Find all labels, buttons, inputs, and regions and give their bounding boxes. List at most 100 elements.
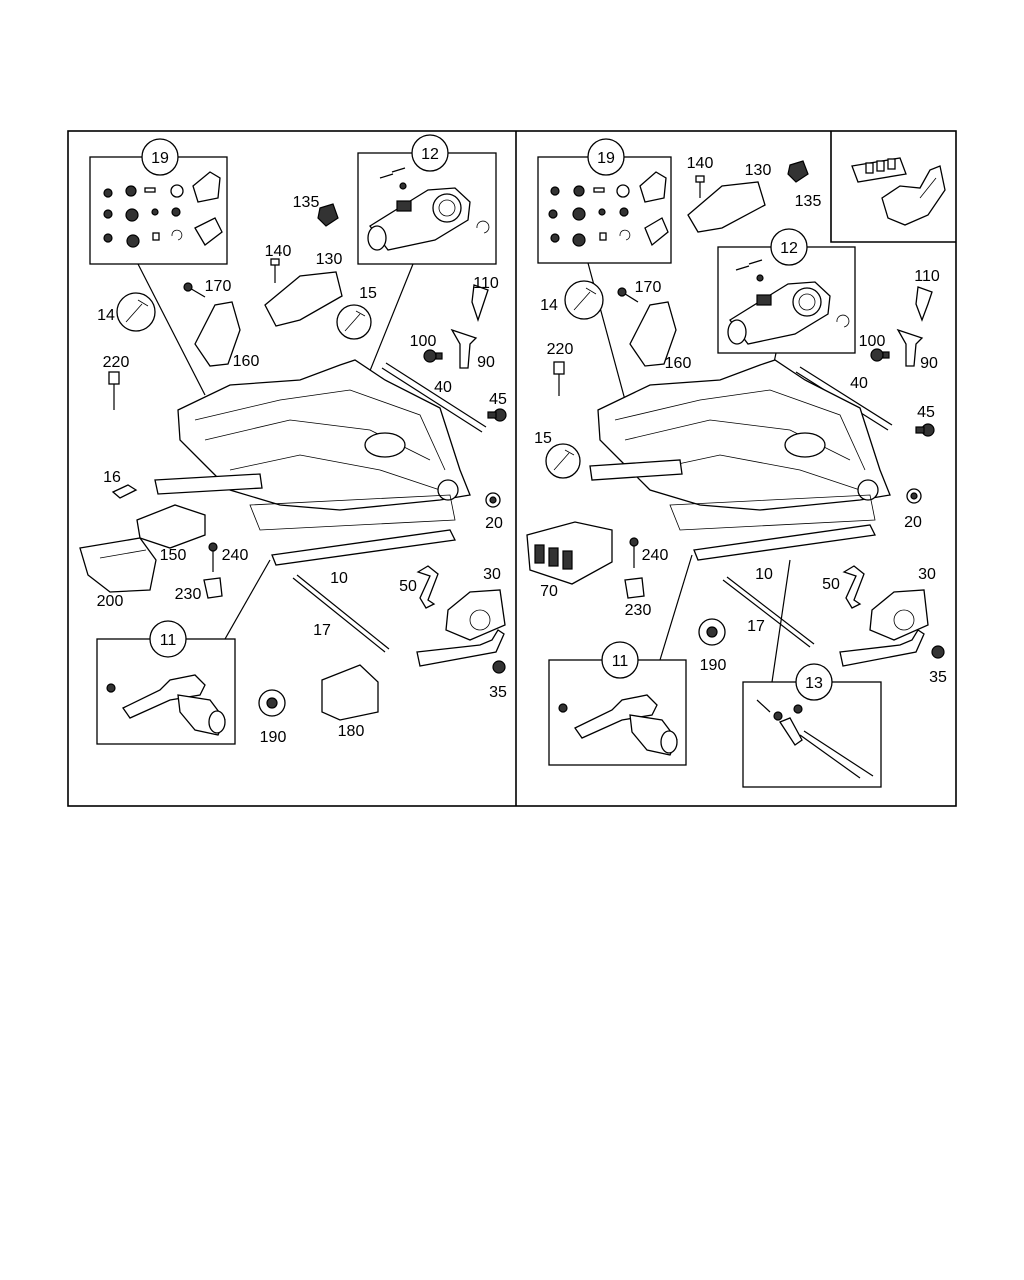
label-17-right: 17 bbox=[747, 618, 765, 635]
label-30-right: 30 bbox=[918, 566, 936, 583]
seat-frame-right bbox=[589, 359, 891, 561]
cap-16-left bbox=[111, 484, 138, 499]
switch-inset-frame bbox=[830, 131, 956, 243]
label-170-left: 170 bbox=[205, 278, 232, 295]
seat-switch-inset bbox=[851, 157, 946, 226]
bolt-140-left bbox=[270, 258, 280, 283]
label-140-left: 140 bbox=[265, 243, 292, 260]
label-90-right: 90 bbox=[920, 355, 938, 372]
bolt-240-right bbox=[629, 537, 639, 568]
hardware-kit-right bbox=[548, 171, 669, 247]
label-130-left: 130 bbox=[316, 251, 343, 268]
label-135-right: 135 bbox=[795, 193, 822, 210]
callout-circle-12-left bbox=[411, 134, 449, 172]
label-220-left: 220 bbox=[103, 354, 130, 371]
motor-11-right bbox=[558, 694, 678, 756]
bolt-45-right bbox=[915, 423, 935, 437]
callout-circle-19-right bbox=[587, 138, 625, 176]
bolt-220-left bbox=[108, 371, 120, 410]
label-10-left: 10 bbox=[330, 570, 348, 587]
callout-circle-11-right bbox=[601, 641, 639, 679]
label-130-right: 130 bbox=[745, 162, 772, 179]
bracket-90-right bbox=[896, 328, 924, 367]
nut-100-right bbox=[870, 348, 890, 362]
cable-30-right bbox=[839, 629, 925, 667]
label-35-left: 35 bbox=[489, 684, 507, 701]
bolt-20-left bbox=[485, 492, 501, 508]
left-panel: 19 12 135 140 130 15 110 170 14 100 90 1… bbox=[79, 134, 507, 746]
leader-11-left bbox=[224, 559, 271, 640]
bar-40-left bbox=[381, 362, 487, 433]
label-17-left: 17 bbox=[313, 622, 331, 639]
bracket-50-left bbox=[416, 565, 439, 609]
label-11-left: 11 bbox=[160, 632, 177, 649]
label-19-right: 19 bbox=[597, 150, 615, 167]
label-50-right: 50 bbox=[822, 576, 840, 593]
wrench-15-left bbox=[336, 304, 372, 340]
label-13-right: 13 bbox=[805, 675, 823, 692]
wrench-14-left bbox=[116, 292, 156, 332]
seat-frame-left bbox=[154, 359, 471, 566]
label-240-left: 240 bbox=[222, 547, 249, 564]
cable-kit-13-right bbox=[756, 699, 874, 779]
bracket-160-left bbox=[194, 301, 241, 367]
right-panel: 19 140 130 135 12 170 14 110 100 90 160 … bbox=[526, 138, 947, 788]
label-16-left: 16 bbox=[103, 469, 121, 486]
cover-130-right bbox=[687, 181, 766, 233]
cable-30-left bbox=[416, 629, 505, 667]
switch-180-left bbox=[321, 664, 379, 721]
motor-30-right bbox=[869, 589, 929, 641]
callout-circle-12-right bbox=[770, 228, 808, 266]
motor-30-left bbox=[445, 589, 506, 641]
bolt-20-right bbox=[906, 488, 922, 504]
bolt-140-right bbox=[695, 175, 705, 198]
bolt-220-right bbox=[553, 361, 565, 396]
label-14-right: 14 bbox=[540, 297, 558, 314]
label-240-right: 240 bbox=[642, 547, 669, 564]
label-150-left: 150 bbox=[160, 547, 187, 564]
wrench-15-right bbox=[545, 443, 581, 479]
label-230-right: 230 bbox=[625, 602, 652, 619]
label-230-left: 230 bbox=[175, 586, 202, 603]
label-15-right: 15 bbox=[534, 430, 552, 447]
label-140-right: 140 bbox=[687, 155, 714, 172]
label-110-left: 110 bbox=[473, 275, 499, 292]
label-20-right: 20 bbox=[904, 514, 922, 531]
leader-19-left bbox=[137, 263, 206, 396]
bolt-35-left bbox=[492, 660, 506, 674]
rod-17-right bbox=[722, 576, 815, 648]
label-50-left: 50 bbox=[399, 578, 417, 595]
switch-190-left bbox=[258, 689, 286, 717]
bolt-170-right bbox=[617, 287, 639, 303]
label-180-left: 180 bbox=[338, 723, 365, 740]
label-110-right: 110 bbox=[914, 268, 940, 285]
label-100-left: 100 bbox=[410, 333, 437, 350]
diagram-frame bbox=[67, 130, 957, 807]
label-170-right: 170 bbox=[635, 279, 662, 296]
sensor-230-right bbox=[624, 577, 645, 599]
label-40-left: 40 bbox=[434, 379, 452, 396]
label-135-left: 135 bbox=[293, 194, 320, 211]
label-12-right: 12 bbox=[780, 240, 798, 257]
bracket-90-left bbox=[450, 328, 478, 369]
bolt-240-left bbox=[208, 542, 218, 572]
label-100-right: 100 bbox=[859, 333, 886, 350]
label-20-left: 20 bbox=[485, 515, 503, 532]
motor-11-left bbox=[106, 674, 226, 736]
label-45-right: 45 bbox=[917, 404, 935, 421]
nut-100-left bbox=[423, 349, 443, 363]
cover-130-left bbox=[264, 271, 343, 327]
label-90-left: 90 bbox=[477, 354, 495, 371]
label-220-right: 220 bbox=[547, 341, 574, 358]
pin-110-left bbox=[471, 284, 489, 323]
label-160-right: 160 bbox=[665, 355, 692, 372]
label-12-left: 12 bbox=[421, 146, 439, 163]
bolt-45-left bbox=[487, 408, 507, 422]
rod-17-left bbox=[292, 574, 390, 653]
label-30-left: 30 bbox=[483, 566, 501, 583]
hardware-kit-left bbox=[103, 171, 223, 248]
motor-12-left bbox=[367, 167, 490, 251]
switch-190-right bbox=[698, 618, 726, 646]
label-70-right: 70 bbox=[540, 583, 558, 600]
